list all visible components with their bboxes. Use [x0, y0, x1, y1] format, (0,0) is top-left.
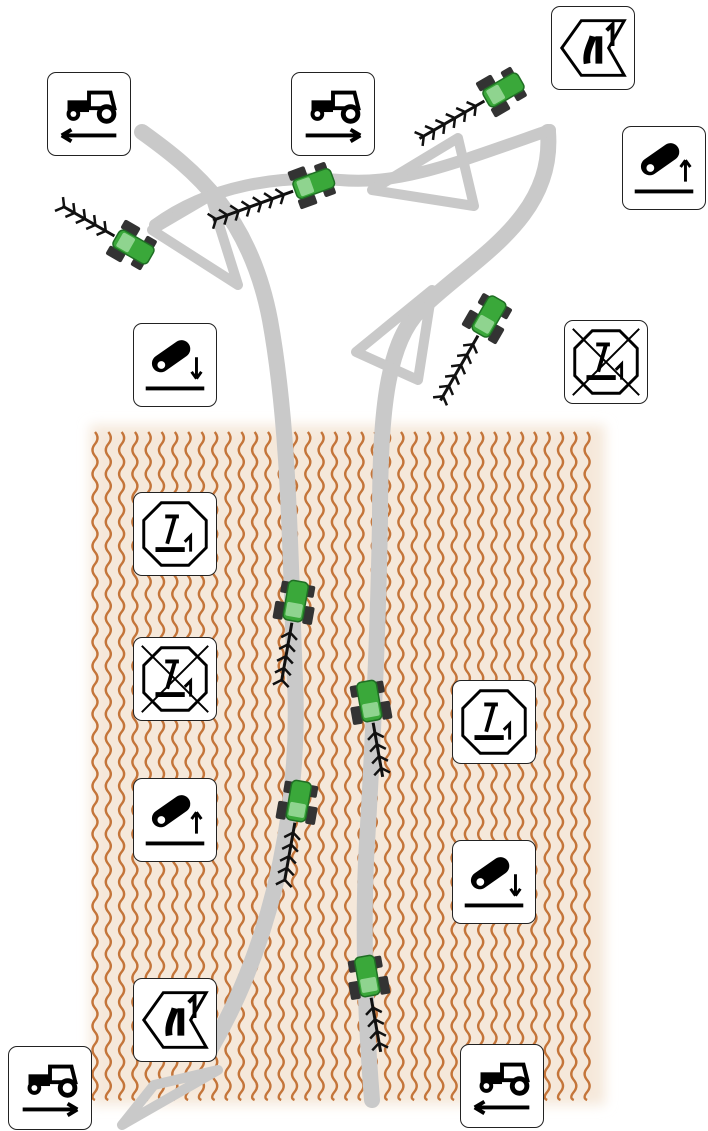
tractor-cab: [360, 977, 378, 994]
row-marker-icon: [133, 492, 217, 576]
tractor-reverse-icon: [460, 1044, 544, 1128]
implement-lower-icon: [452, 840, 536, 924]
implement-lower-icon: [133, 323, 217, 407]
tractor-cab: [288, 802, 306, 819]
tractor-forward-icon: [8, 1046, 92, 1130]
implement-raise-icon: [622, 126, 706, 210]
tractor: [49, 187, 161, 275]
tractor-reverse-icon: [47, 72, 131, 156]
implement-bar: [62, 206, 114, 236]
unit-one-lift-icon: [551, 6, 635, 90]
row-marker-icon: [452, 680, 536, 764]
turn-triangle-right: [356, 290, 432, 380]
unit-one-lift-icon: [133, 978, 217, 1062]
tractor-forward-icon: [291, 72, 375, 156]
tractor-cab: [362, 702, 380, 719]
row-marker-off-icon: [564, 320, 648, 404]
tractor-cab: [285, 602, 303, 619]
implement-tine: [55, 197, 68, 214]
tractor: [423, 289, 517, 411]
implement-raise-icon: [133, 778, 217, 862]
row-marker-off-icon: [133, 637, 217, 721]
